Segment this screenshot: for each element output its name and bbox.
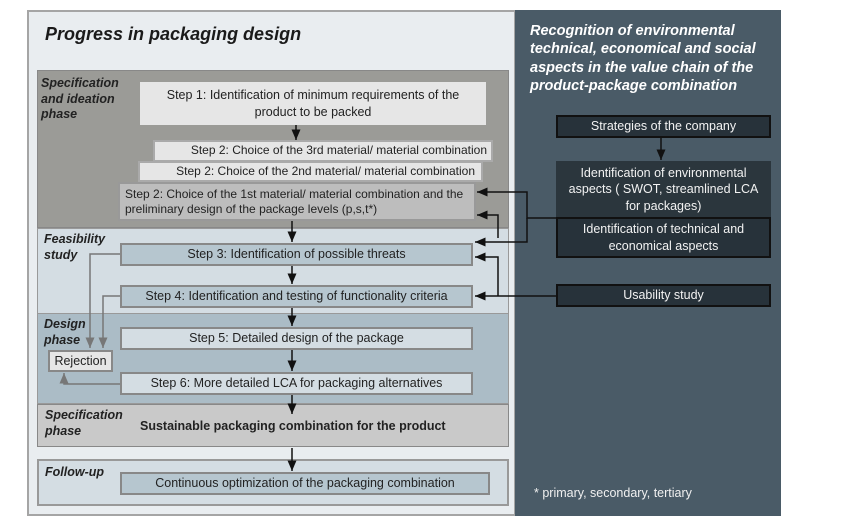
usability-box: Usability study [556,284,771,307]
phase-label-specification: Specification phase [45,408,123,438]
technical-box: Identification of technical and economic… [556,217,771,258]
step2-3rd-box: Step 2: Choice of the 3rd material/ mate… [153,140,493,162]
right-panel [515,10,781,516]
left-title: Progress in packaging design [45,24,302,44]
arrow-aspects-step3 [475,218,528,247]
phase-label-design: Design phase [44,317,86,347]
phase-label-followup: Follow-up [45,465,105,479]
arrow-aspects-step2 [477,187,556,219]
rejection-box: Rejection [48,350,113,372]
right-title: Recognition of environmental technical, … [530,23,756,95]
followup-box: Continuous optimization of the packaging… [120,472,490,495]
step4-box: Step 4: Identification and testing of fu… [120,285,473,308]
step1-box: Step 1: Identification of minimum requir… [140,82,486,125]
arrow-to-step2-design [477,210,499,238]
step2-2nd-box: Step 2: Choice of the 2nd material/ mate… [138,161,483,182]
arrow-step6-rejection [59,373,120,385]
step3-box: Step 3: Identification of possible threa… [120,243,473,266]
step6-box: Step 6: More detailed LCA for packaging … [120,372,473,395]
specification-phase-bg [37,404,509,447]
arrow-step4-rejection [98,295,120,348]
step5-box: Step 5: Detailed design of the package [120,327,473,350]
phase-label-ideation: Specification and ideation phase [41,76,119,122]
step2-1st-box: Step 2: Choice of the 1st material/ mate… [118,182,476,221]
arrow-step3-rejection [85,253,120,348]
environmental-box: Identification of environmental aspects … [556,161,771,218]
strategies-box: Strategies of the company [556,115,771,138]
arrow-usability-step3 [475,252,499,296]
result-label: Sustainable packaging combination for th… [140,418,446,433]
footnote: * primary, secondary, tertiary [534,486,692,500]
phase-label-feasibility: Feasibility study [44,232,106,262]
